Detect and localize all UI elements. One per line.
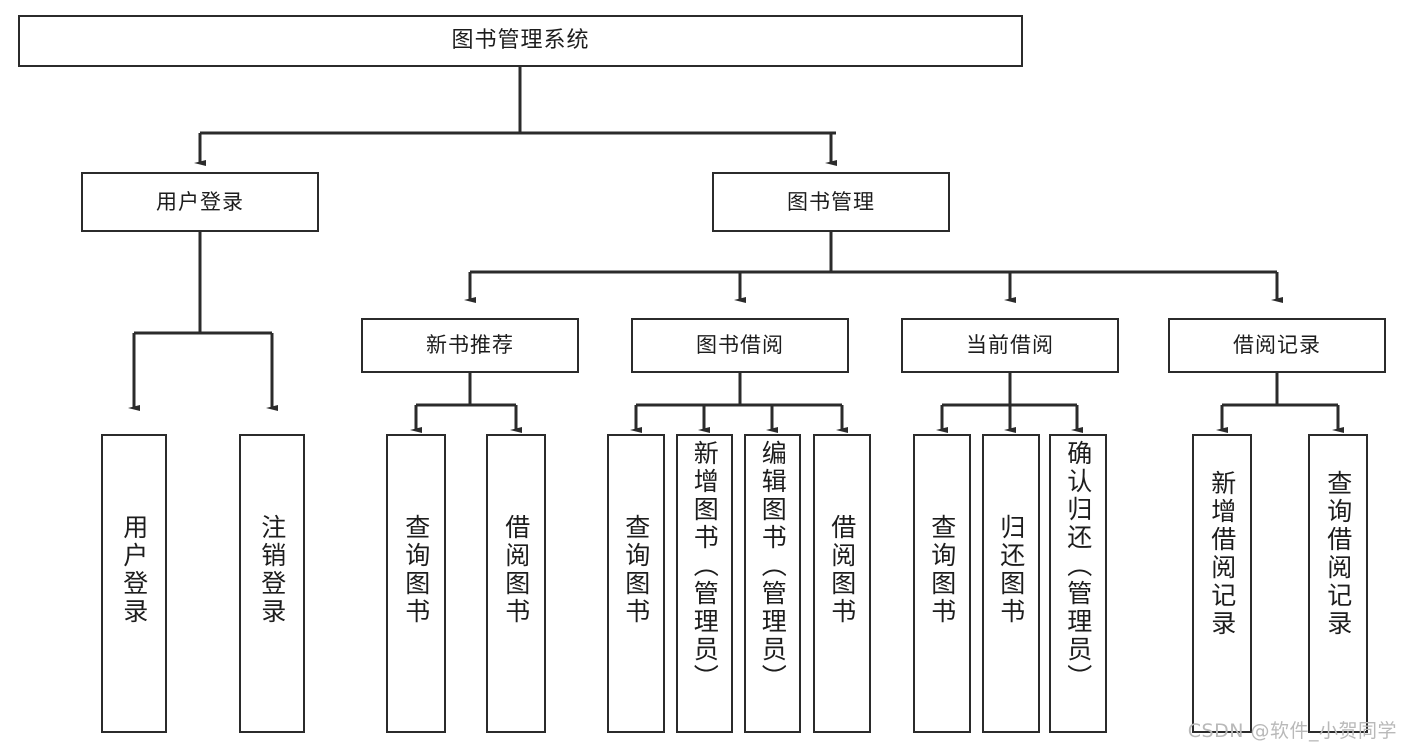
node-leaf-query-book-1[interactable]: 查询图书 [386, 434, 446, 733]
node-leaf-return-book-label: 归还图书 [996, 514, 1026, 626]
node-leaf-borrow-book-1[interactable]: 借阅图书 [486, 434, 546, 733]
node-leaf-query-book-2-label: 查询图书 [621, 514, 651, 626]
node-user-login-label: 用户登录 [156, 189, 244, 214]
node-leaf-edit-book-label: 编辑图书（管理员） [758, 440, 788, 692]
node-leaf-add-book-label: 新增图书（管理员） [690, 440, 720, 692]
node-borrow-record[interactable]: 借阅记录 [1168, 318, 1386, 373]
node-new-book-recommend-label: 新书推荐 [426, 333, 514, 358]
node-leaf-query-book-2[interactable]: 查询图书 [607, 434, 665, 733]
node-leaf-query-book-3-label: 查询图书 [927, 514, 957, 626]
node-book-borrow[interactable]: 图书借阅 [631, 318, 849, 373]
node-book-manage[interactable]: 图书管理 [712, 172, 950, 232]
node-leaf-query-record[interactable]: 查询借阅记录 [1308, 434, 1368, 733]
node-leaf-borrow-book-2-label: 借阅图书 [827, 514, 857, 626]
node-new-book-recommend[interactable]: 新书推荐 [361, 318, 579, 373]
node-book-manage-label: 图书管理 [787, 189, 875, 214]
node-leaf-borrow-book-1-label: 借阅图书 [501, 514, 531, 626]
node-leaf-user-login[interactable]: 用户登录 [101, 434, 167, 733]
node-leaf-add-book[interactable]: 新增图书（管理员） [676, 434, 733, 733]
node-current-borrow[interactable]: 当前借阅 [901, 318, 1119, 373]
node-leaf-user-logout-label: 注销登录 [257, 514, 287, 626]
node-current-borrow-label: 当前借阅 [966, 333, 1054, 358]
node-root-label: 图书管理系统 [451, 28, 590, 54]
node-leaf-query-record-label: 查询借阅记录 [1323, 470, 1353, 638]
node-leaf-user-logout[interactable]: 注销登录 [239, 434, 305, 733]
node-leaf-add-record-label: 新增借阅记录 [1207, 470, 1237, 638]
node-user-login[interactable]: 用户登录 [81, 172, 319, 232]
node-leaf-add-record[interactable]: 新增借阅记录 [1192, 434, 1252, 733]
node-book-borrow-label: 图书借阅 [696, 333, 784, 358]
node-leaf-query-book-1-label: 查询图书 [401, 514, 431, 626]
node-root[interactable]: 图书管理系统 [18, 15, 1023, 67]
node-leaf-return-book[interactable]: 归还图书 [982, 434, 1040, 733]
node-leaf-user-login-label: 用户登录 [119, 514, 149, 626]
node-borrow-record-label: 借阅记录 [1233, 333, 1321, 358]
node-leaf-query-book-3[interactable]: 查询图书 [913, 434, 971, 733]
node-leaf-edit-book[interactable]: 编辑图书（管理员） [744, 434, 801, 733]
node-leaf-borrow-book-2[interactable]: 借阅图书 [813, 434, 871, 733]
node-leaf-confirm-return-label: 确认归还（管理员） [1063, 440, 1093, 692]
node-leaf-confirm-return[interactable]: 确认归还（管理员） [1049, 434, 1107, 733]
